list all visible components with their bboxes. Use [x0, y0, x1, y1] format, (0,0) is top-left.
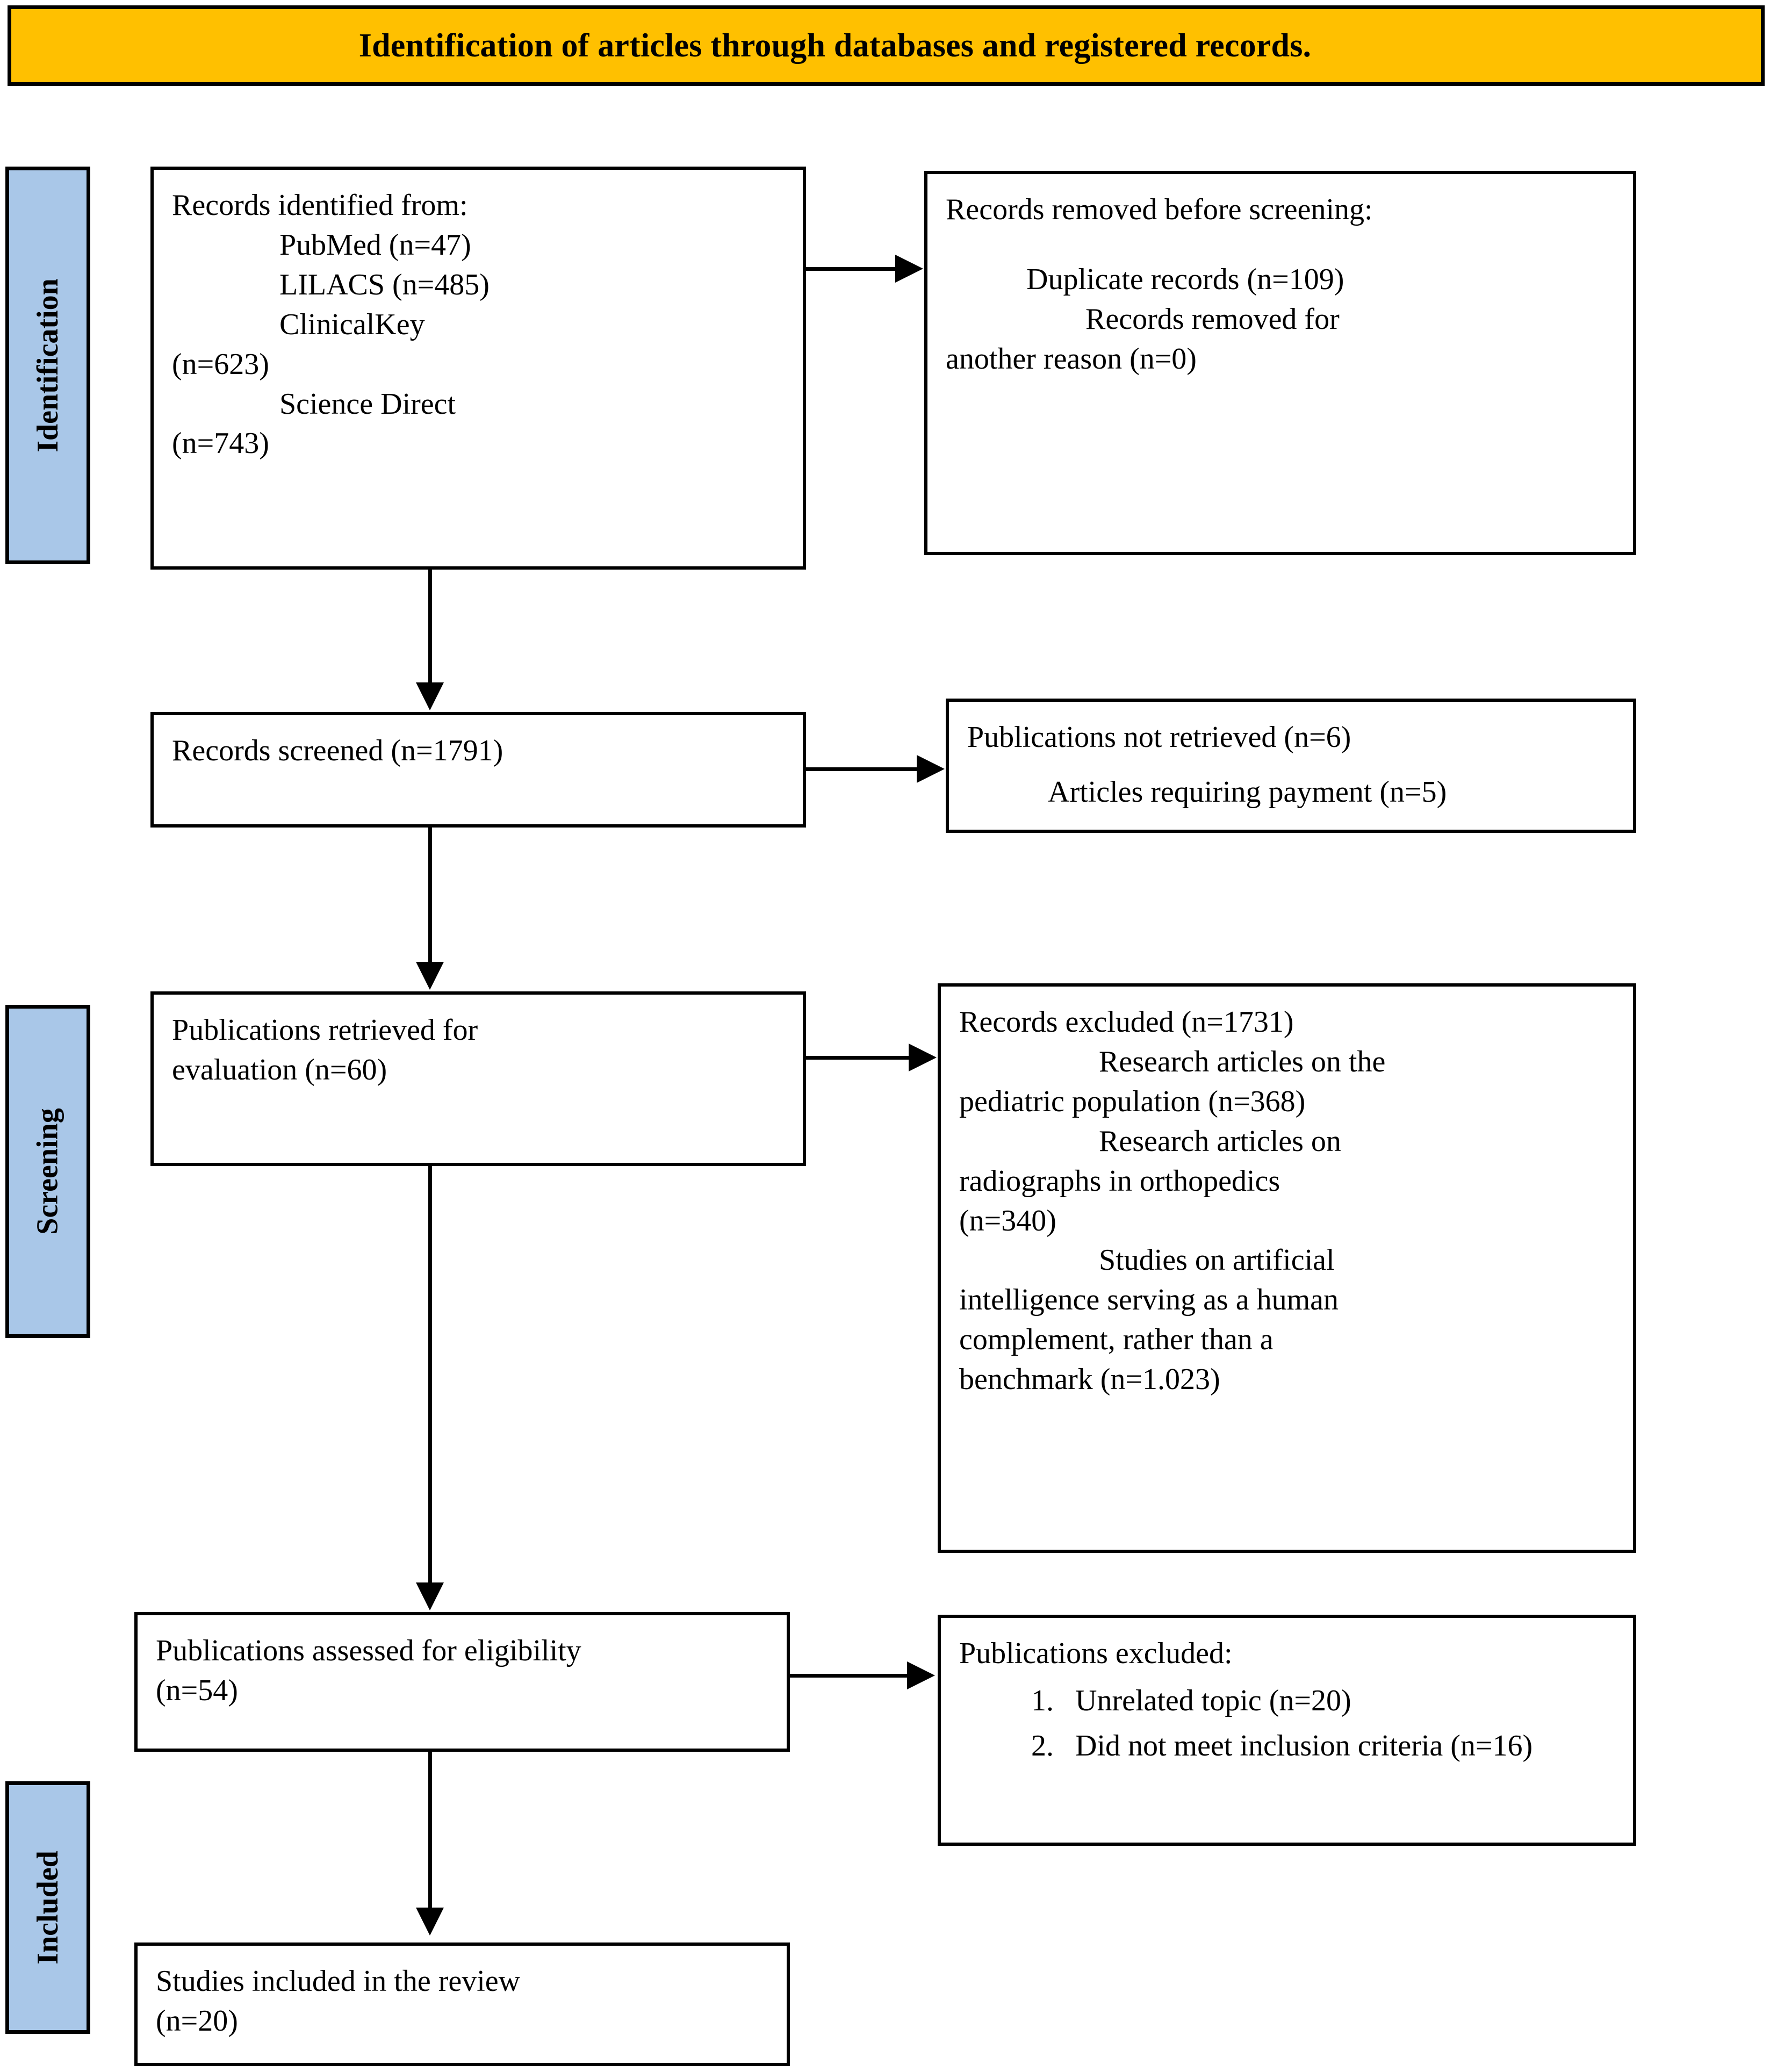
- records-excluded-reason-3c: complement, rather than a: [959, 1323, 1274, 1357]
- box-records-identified: Records identified from: PubMed (n=47) L…: [150, 167, 806, 570]
- records-excluded-reason-1a: Research articles on the: [1099, 1045, 1386, 1078]
- records-identified-clinicalkey: ClinicalKey: [279, 307, 425, 341]
- records-excluded-heading: Records excluded (n=1731): [959, 1005, 1294, 1039]
- connector-identified-to-removed: [806, 267, 896, 271]
- connector-eligibility-to-publications-excluded: [790, 1674, 908, 1678]
- records-excluded-reason-3b: intelligence serving as a human: [959, 1283, 1339, 1317]
- publications-retrieved-line-1: Publications retrieved for: [172, 1013, 478, 1047]
- publications-eligibility-line-2: (n=54): [156, 1673, 238, 1707]
- connector-screened-to-not-retrieved: [806, 767, 919, 771]
- arrow-screened-to-retrieved: [416, 962, 444, 990]
- arrow-retrieved-to-excluded: [909, 1044, 937, 1071]
- connector-screened-to-retrieved: [428, 828, 432, 962]
- box-publications-retrieved: Publications retrieved for evaluation (n…: [150, 991, 806, 1166]
- records-excluded-reason-2b: radiographs in orthopedics: [959, 1164, 1280, 1198]
- publications-retrieved-line-2: evaluation (n=60): [172, 1053, 387, 1087]
- diagram-banner: Identification of articles through datab…: [8, 5, 1765, 86]
- box-publications-excluded: Publications excluded: Unrelated topic (…: [938, 1615, 1636, 1846]
- records-removed-heading: Records removed before screening:: [946, 193, 1373, 226]
- connector-eligibility-to-included: [428, 1752, 432, 1910]
- publications-not-retrieved-line-2: Articles requiring payment (n=5): [1048, 775, 1447, 809]
- records-excluded-reason-3d: benchmark (n=1.023): [959, 1363, 1220, 1397]
- records-identified-sciencedirect: Science Direct: [279, 387, 456, 421]
- records-removed-other-1: Records removed for: [1085, 302, 1340, 336]
- box-records-removed-before-screening: Records removed before screening: Duplic…: [924, 171, 1636, 555]
- list-item: Unrelated topic (n=20): [1061, 1681, 1615, 1721]
- box-studies-included: Studies included in the review (n=20): [134, 1942, 790, 2066]
- records-excluded-reason-3a: Studies on artificial: [1099, 1243, 1335, 1277]
- records-screened-line-1: Records screened (n=1791): [172, 734, 503, 767]
- studies-included-line-2: (n=20): [156, 2004, 238, 2038]
- list-item: Did not meet inclusion criteria (n=16): [1061, 1726, 1615, 1766]
- publications-not-retrieved-line-1: Publications not retrieved (n=6): [967, 721, 1351, 754]
- phase-label-identification-text: Identification: [31, 278, 64, 452]
- box-records-excluded: Records excluded (n=1731) Research artic…: [938, 983, 1636, 1553]
- box-publications-assessed-eligibility: Publications assessed for eligibility (n…: [134, 1612, 790, 1752]
- phase-label-included-text: Included: [31, 1851, 65, 1965]
- arrow-identified-to-removed: [895, 255, 923, 283]
- box-publications-not-retrieved: Publications not retrieved (n=6) Article…: [946, 699, 1636, 833]
- publications-eligibility-line-1: Publications assessed for eligibility: [156, 1634, 581, 1667]
- connector-identified-to-screened: [428, 570, 432, 685]
- arrow-eligibility-to-publications-excluded: [907, 1661, 935, 1689]
- arrow-screened-to-not-retrieved: [917, 755, 945, 783]
- publications-excluded-list: Unrelated topic (n=20) Did not meet incl…: [959, 1681, 1615, 1766]
- phase-label-included: Included: [5, 1781, 90, 2034]
- records-excluded-reason-2c: (n=340): [959, 1204, 1056, 1238]
- phase-label-screening: Screening: [5, 1005, 90, 1338]
- arrow-eligibility-to-included: [416, 1908, 444, 1936]
- connector-retrieved-to-eligibility: [428, 1166, 432, 1582]
- records-excluded-reason-2a: Research articles on: [1099, 1124, 1341, 1158]
- connector-retrieved-to-excluded: [806, 1056, 911, 1060]
- records-identified-clinicalkey-count: (n=623): [172, 347, 269, 381]
- arrow-identified-to-screened: [416, 682, 444, 710]
- publications-excluded-heading: Publications excluded:: [959, 1637, 1233, 1670]
- records-identified-sciencedirect-count: (n=743): [172, 427, 269, 461]
- records-removed-other-2: another reason (n=0): [946, 342, 1197, 376]
- banner-title: Identification of articles through datab…: [358, 27, 1312, 64]
- records-removed-duplicates: Duplicate records (n=109): [1026, 262, 1344, 296]
- phase-label-identification: Identification: [5, 167, 90, 564]
- arrow-retrieved-to-eligibility: [416, 1582, 444, 1610]
- phase-label-screening-text: Screening: [31, 1108, 64, 1235]
- records-identified-line-1: Records identified from:: [172, 189, 468, 222]
- records-excluded-reason-1b: pediatric population (n=368): [959, 1084, 1306, 1118]
- studies-included-line-1: Studies included in the review: [156, 1965, 521, 1998]
- records-identified-pubmed: PubMed (n=47): [279, 228, 471, 262]
- box-records-screened: Records screened (n=1791): [150, 712, 806, 828]
- records-identified-lilacs: LILACS (n=485): [279, 268, 490, 301]
